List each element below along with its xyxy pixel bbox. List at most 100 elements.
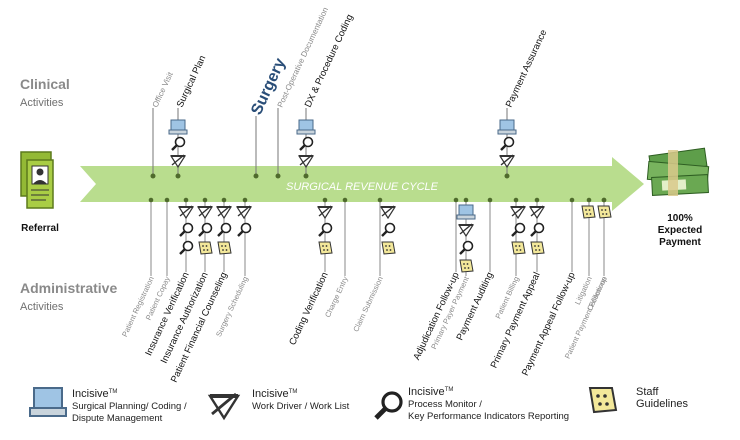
legend-text: Key Performance Indicators Reporting	[408, 411, 570, 423]
guidelines-icon	[530, 241, 545, 255]
work-driver-icon	[379, 205, 397, 220]
work-driver-icon	[215, 205, 233, 220]
magnifier-icon	[511, 222, 526, 237]
clinical-activity-dot	[303, 173, 309, 179]
legend-laptop-icon	[29, 387, 67, 417]
work-driver-icon	[457, 223, 475, 238]
expected-payment-line: 100%	[667, 213, 693, 224]
administrative-subtitle: Activities	[20, 301, 64, 313]
guidelines-icon	[381, 241, 396, 255]
work-driver-icon	[169, 154, 187, 169]
administrative-activity-dot	[183, 197, 189, 203]
clinical-activity-label: DX & Procedure Coding	[303, 13, 356, 110]
legend-magnifier-icon	[374, 391, 403, 420]
guidelines-icon	[318, 241, 333, 255]
legend-item-work-driver: IncisiveTM Work Driver / Work List	[252, 386, 349, 413]
clinical-activity-label: Post-Operative Documentation	[276, 6, 330, 109]
legend-brand: Incisive	[72, 388, 109, 401]
work-driver-icon	[235, 205, 253, 220]
administrative-activity-dot	[377, 197, 383, 203]
clinical-activity-dot	[150, 173, 156, 179]
legend-text: Dispute Management	[72, 413, 163, 425]
legend-guidelines-icon	[588, 387, 618, 414]
administrative-activity-dot	[342, 197, 348, 203]
administrative-activity-label: Claim Submission	[351, 275, 385, 333]
referral-document-icon	[20, 151, 54, 209]
legend-text: Surgical Planning/ Coding /	[72, 401, 187, 413]
arrow-label: SURGICAL REVENUE CYCLE	[286, 181, 439, 193]
legend-item-staff-guidelines: Staff Guidelines	[636, 386, 688, 410]
magnifier-icon	[381, 222, 396, 237]
magnifier-icon	[179, 240, 194, 255]
guidelines-icon	[597, 205, 612, 219]
clinical-activity-dot	[504, 173, 510, 179]
administrative-activity-dot	[534, 197, 540, 203]
clinical-activity-dot	[253, 173, 259, 179]
guidelines-icon	[581, 205, 596, 219]
clinical-activity-label: Payment Assurance	[504, 28, 550, 109]
expected-payment-line: Expected	[657, 225, 703, 236]
administrative-activity-dot	[601, 197, 607, 203]
laptop-icon	[497, 119, 517, 135]
work-driver-icon	[528, 205, 546, 220]
legend-work-driver-icon	[207, 392, 241, 421]
magnifier-icon	[500, 136, 515, 151]
clinical-activity-label: Office Visit	[151, 70, 176, 109]
administrative-activity-label: Coding Verification	[287, 271, 330, 347]
administrative-activity-dot	[148, 197, 154, 203]
laptop-icon	[168, 119, 188, 135]
clinical-title: Clinical	[20, 76, 70, 92]
laptop-icon	[296, 119, 316, 135]
magnifier-icon	[318, 222, 333, 237]
administrative-activity-dot	[569, 197, 575, 203]
work-driver-icon	[297, 154, 315, 169]
legend-tm: TM	[444, 387, 454, 393]
legend-text: Process Monitor /	[408, 399, 482, 411]
legend-text: Staff	[636, 386, 659, 398]
magnifier-icon	[237, 222, 252, 237]
administrative-activity-dot	[242, 197, 248, 203]
magnifier-icon	[459, 240, 474, 255]
magnifier-icon	[171, 136, 186, 151]
administrative-title: Administrative	[20, 280, 118, 296]
revenue-cycle-arrow	[80, 157, 644, 211]
administrative-activity-dot	[453, 197, 459, 203]
work-driver-icon	[316, 205, 334, 220]
guidelines-icon	[198, 241, 213, 255]
administrative-activity-dot	[487, 197, 493, 203]
magnifier-icon	[217, 222, 232, 237]
work-driver-icon	[498, 154, 516, 169]
magnifier-icon	[179, 222, 194, 237]
legend-brand: Incisive	[252, 388, 289, 401]
magnifier-icon	[299, 136, 314, 151]
administrative-activity-dot	[164, 197, 170, 203]
magnifier-icon	[198, 222, 213, 237]
money-stack-icon	[646, 147, 710, 196]
legend-text: Work Driver / Work List	[252, 401, 350, 413]
work-driver-icon	[196, 205, 214, 220]
legend-text: Guidelines	[636, 398, 688, 410]
expected-payment-line: Payment	[659, 237, 701, 248]
administrative-activity-dot	[202, 197, 208, 203]
clinical-subtitle: Activities	[20, 97, 64, 109]
referral-label: Referral	[21, 223, 59, 234]
administrative-activity-dot	[586, 197, 592, 203]
administrative-activity-dot	[513, 197, 519, 203]
guidelines-icon	[459, 259, 474, 273]
legend-tm: TM	[288, 389, 298, 395]
administrative-activity-dot	[322, 197, 328, 203]
work-driver-icon	[177, 205, 195, 220]
clinical-activity-dot	[175, 173, 181, 179]
clinical-activity-label: Surgical Plan	[175, 54, 209, 109]
guidelines-icon	[511, 241, 526, 255]
legend-tm: TM	[108, 389, 118, 395]
laptop-icon	[456, 204, 476, 220]
clinical-activity-dot	[275, 173, 281, 179]
administrative-activity-dot	[463, 197, 469, 203]
guidelines-icon	[217, 241, 232, 255]
expected-payment-label: 100% Expected Payment	[650, 213, 710, 249]
legend-brand: Incisive	[408, 386, 445, 399]
magnifier-icon	[530, 222, 545, 237]
